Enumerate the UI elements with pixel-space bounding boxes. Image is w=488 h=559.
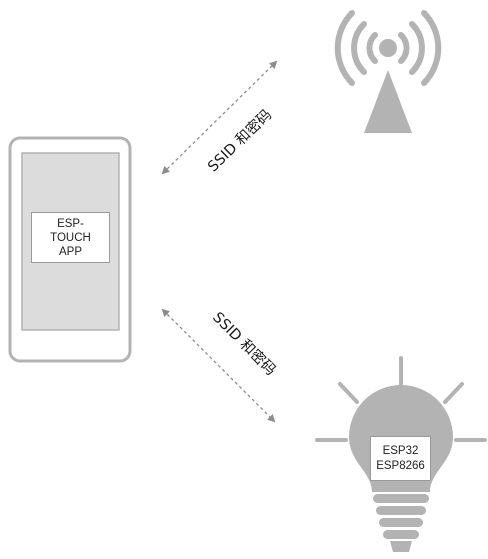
- chip-label-line-2: ESP8266: [376, 459, 425, 472]
- esp-touch-app-label: ESP- TOUCH APP: [31, 212, 110, 263]
- router-link-arrow: [161, 60, 278, 175]
- app-label-line-1: ESP-: [57, 217, 84, 230]
- device-link: SSID 和密码: [161, 308, 279, 423]
- router-link-label: SSID 和密码: [204, 106, 275, 175]
- device-link-arrow: [161, 308, 276, 423]
- router-link: SSID 和密码: [161, 60, 278, 175]
- chip-label: ESP32 ESP8266: [370, 436, 431, 481]
- chip-label-line-1: ESP32: [382, 444, 419, 457]
- app-label-line-2: TOUCH: [50, 231, 91, 244]
- device-link-label: SSID 和密码: [209, 309, 279, 379]
- wifi-router-icon: [334, 10, 442, 133]
- app-label-line-3: APP: [58, 245, 82, 258]
